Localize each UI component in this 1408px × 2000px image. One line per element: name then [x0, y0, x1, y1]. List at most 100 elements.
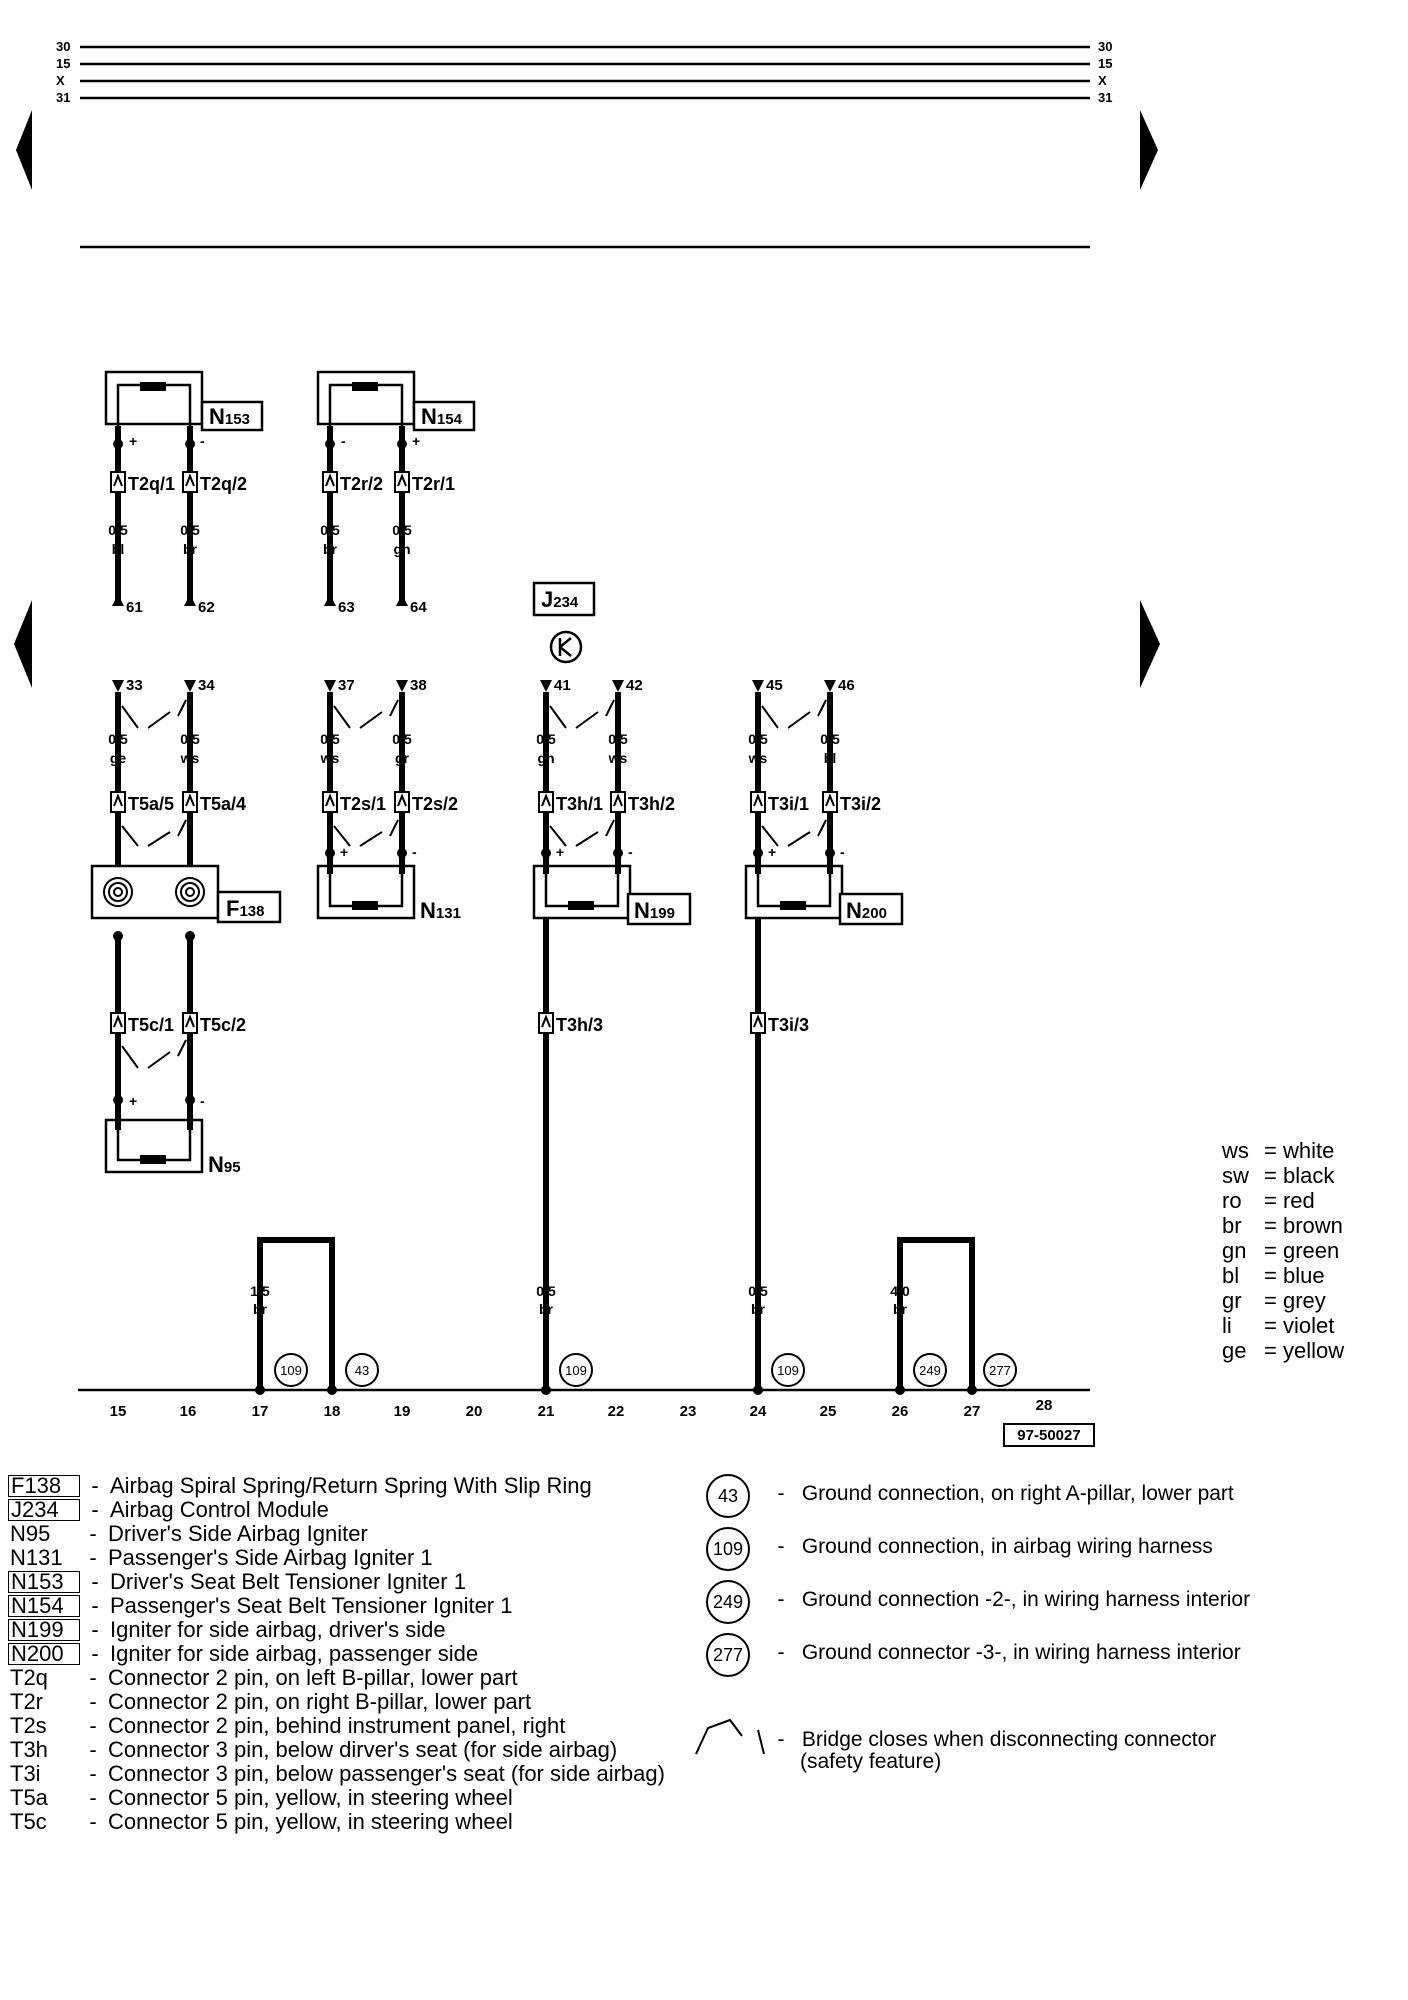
svg-text:27: 27 [964, 1403, 981, 1420]
legend-row: T3h-Connector 3 pin, below dirver's seat… [10, 1737, 618, 1762]
ground-legend-marker: 277 [706, 1633, 750, 1677]
svg-text:+: + [768, 844, 776, 860]
ground-legend-row: - Ground connection -2-, in wiring harne… [777, 1588, 1251, 1611]
connector-label: T3i/2 [840, 794, 881, 814]
n199-label: N199 [634, 898, 675, 923]
connector-label: T5a/5 [128, 794, 174, 814]
svg-text:ws: ws [748, 750, 768, 766]
wire-size: 0,5 [180, 522, 200, 538]
connector-label: T2q/2 [200, 474, 247, 494]
svg-text:br: br [751, 1301, 766, 1317]
legend-row: T2r-Connector 2 pin, on right B-pillar, … [10, 1689, 532, 1714]
next-section-arrow-icon[interactable] [1140, 600, 1160, 688]
prev-section-arrow-icon[interactable] [14, 600, 32, 688]
wire-color: gn [393, 541, 410, 557]
legend-row: T2s-Connector 2 pin, behind instrument p… [10, 1713, 566, 1738]
svg-text:0,5: 0,5 [536, 1283, 556, 1299]
svg-text:br: br [893, 1301, 908, 1317]
svg-text:0,5: 0,5 [820, 731, 840, 747]
color-key-row: bl= blue [1222, 1263, 1325, 1288]
svg-text:18: 18 [324, 1403, 341, 1420]
n95-label: N95 [208, 1152, 241, 1177]
color-key-row: ws= white [1222, 1138, 1335, 1163]
svg-text:-: - [341, 433, 346, 449]
svg-text:0,5: 0,5 [748, 1283, 768, 1299]
svg-text:0,5: 0,5 [320, 731, 340, 747]
ground-bridge-17-18 [257, 1237, 335, 1390]
color-key-row: gn= green [1222, 1238, 1340, 1263]
wire-color: br [183, 541, 198, 557]
wire-color: bl [112, 541, 124, 557]
svg-text:ws: ws [180, 750, 200, 766]
svg-text:gn: gn [537, 750, 554, 766]
wire-color: br [323, 541, 338, 557]
svg-text:24: 24 [750, 1403, 767, 1420]
rail-label-left: 15 [56, 56, 70, 71]
legend-row: N153-Driver's Seat Belt Tensioner Ignite… [8, 1570, 466, 1594]
svg-text:4,0: 4,0 [890, 1283, 910, 1299]
color-key-row: gr= grey [1222, 1288, 1326, 1313]
ground-legend-marker: 249 [706, 1580, 750, 1624]
svg-text:-: - [628, 844, 633, 860]
ground-legend-row: - Ground connection, in airbag wiring ha… [777, 1535, 1213, 1558]
bridge-symbol-icon [695, 1718, 765, 1755]
svg-text:22: 22 [608, 1403, 625, 1420]
ground-legend-row: - Ground connector -3-, in wiring harnes… [777, 1641, 1241, 1664]
svg-text:+: + [129, 433, 137, 449]
legend-row: F138-Airbag Spiral Spring/Return Spring … [8, 1474, 592, 1498]
rail-label-right: 15 [1098, 56, 1112, 71]
n154-inner [328, 383, 404, 426]
pin-label: 41 [554, 677, 571, 694]
n154-box [316, 370, 416, 426]
connector-label: T3h/3 [556, 1015, 603, 1035]
svg-text:28: 28 [1036, 1397, 1053, 1414]
j234-label-box [532, 581, 596, 617]
ground-legend-marker: 109 [706, 1527, 750, 1571]
svg-text:ws: ws [320, 750, 340, 766]
n154-element [352, 382, 378, 391]
connector-label: T5c/2 [200, 1015, 246, 1035]
svg-text:bl: bl [824, 750, 836, 766]
svg-text:-: - [840, 844, 845, 860]
pin-label: 46 [838, 677, 855, 694]
n154-label-box [412, 400, 476, 432]
next-page-arrow-icon[interactable] [1140, 110, 1158, 190]
svg-text:25: 25 [820, 1403, 837, 1420]
svg-text:br: br [539, 1301, 554, 1317]
track-numbers: 15 16 17 18 19 20 21 22 23 24 25 26 27 2… [110, 1397, 1053, 1420]
connector-label: T3i/1 [768, 794, 809, 814]
legend-row: T2q-Connector 2 pin, on left B-pillar, l… [10, 1665, 518, 1690]
pin-label: 34 [198, 677, 215, 694]
wire-size: 0,5 [320, 522, 340, 538]
prev-page-arrow-icon[interactable] [16, 110, 32, 190]
svg-text:gr: gr [395, 750, 410, 766]
legend-row: N199-Igniter for side airbag, driver's s… [8, 1618, 446, 1642]
svg-text:br: br [253, 1301, 268, 1317]
wire-color-key: ws= white sw= black ro= red br= brown gn… [1222, 1138, 1344, 1363]
svg-text:0,5: 0,5 [392, 731, 412, 747]
legend-row: N131-Passenger's Side Airbag Igniter 1 [10, 1545, 433, 1570]
svg-text:0,5: 0,5 [536, 731, 556, 747]
rail-label-right: X [1098, 73, 1107, 88]
connector-label: T5c/1 [128, 1015, 174, 1035]
j234-label: J234 [541, 587, 579, 612]
ground-marker: 277 [989, 1363, 1011, 1378]
svg-text:23: 23 [680, 1403, 697, 1420]
crash-sensor-icon [549, 630, 583, 664]
bridge-note: - Bridge closes when disconnecting conne… [777, 1728, 1217, 1751]
rail-label-right: 31 [1098, 90, 1112, 105]
rail-label-left: 31 [56, 90, 70, 105]
ground-legend-marker: 43 [706, 1474, 750, 1518]
n154-label: N154 [421, 404, 463, 429]
connector-label: T3h/2 [628, 794, 675, 814]
svg-text:ge: ge [110, 750, 127, 766]
svg-text:26: 26 [892, 1403, 909, 1420]
connector-label: T2s/1 [340, 794, 386, 814]
svg-text:ws: ws [608, 750, 628, 766]
svg-text:21: 21 [538, 1403, 555, 1420]
color-key-row: br= brown [1222, 1213, 1343, 1238]
svg-text:-: - [200, 433, 205, 449]
connector-label: T2r/1 [412, 474, 455, 494]
svg-text:+: + [556, 844, 564, 860]
svg-text:17: 17 [252, 1403, 269, 1420]
